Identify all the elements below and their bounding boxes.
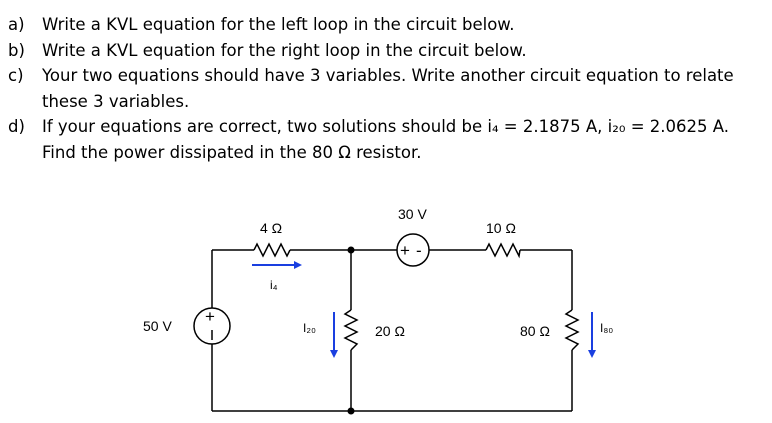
question-letter: a) [8, 15, 25, 34]
source-50v-plus: + [205, 307, 215, 326]
question-letter: d) [8, 117, 25, 136]
problem-statement: a) Write a KVL equation for the left loo… [8, 12, 768, 165]
label-80-ohm: 80 Ω [520, 323, 550, 339]
label-4-ohm: 4 Ω [260, 220, 282, 236]
question-text: If your equations are correct, two solut… [42, 117, 729, 162]
label-i4: i₄ [270, 278, 278, 292]
label-i80: I₈₀ [600, 321, 613, 335]
wires [193, 233, 580, 412]
resistor-10-ohm [485, 242, 521, 259]
label-20-ohm: 20 Ω [375, 323, 405, 339]
question-text: Write a KVL equation for the left loop i… [42, 15, 515, 34]
voltage-source-30v [396, 233, 430, 267]
label-i20: I₂₀ [303, 321, 316, 335]
question-d: d) If your equations are correct, two so… [8, 114, 768, 165]
resistor-80-ohm [564, 309, 580, 351]
question-letter: b) [8, 40, 25, 60]
question-a: a) Write a KVL equation for the left loo… [8, 12, 768, 38]
voltage-source-50v [193, 307, 231, 345]
question-c: c) Your two equations should have 3 vari… [8, 63, 768, 114]
node-bottom [347, 407, 355, 415]
resistor-4-ohm [253, 242, 291, 258]
question-letter: c) [8, 66, 24, 85]
label-30v: 30 V [398, 206, 427, 222]
question-text: Write a KVL equation for the right loop … [42, 40, 527, 60]
source-30v-minus: - [416, 241, 422, 260]
source-30v-plus: + [400, 241, 410, 260]
question-text: Your two equations should have 3 variabl… [42, 66, 734, 111]
label-10-ohm: 10 Ω [486, 220, 516, 236]
node-top [347, 246, 355, 254]
label-50v: 50 V [143, 318, 172, 334]
resistor-20-ohm [343, 309, 359, 351]
question-b: b) Write a KVL equation for the right lo… [8, 38, 768, 64]
